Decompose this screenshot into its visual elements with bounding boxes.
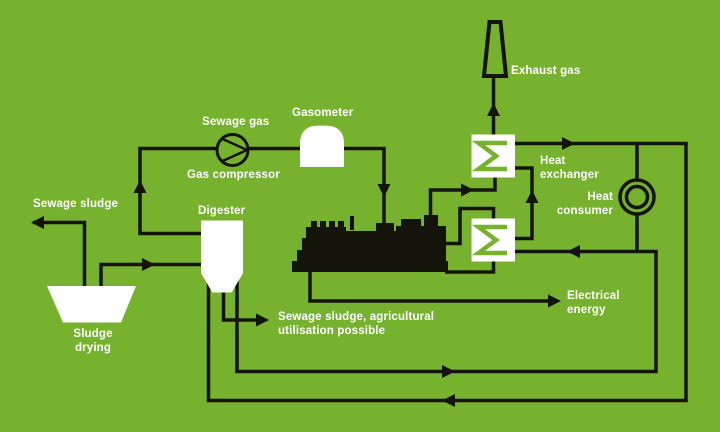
electrical-energy-label-line1: Electrical xyxy=(567,290,620,302)
sewage-sludge-label: Sewage sludge xyxy=(33,198,119,210)
exhaust-stack-icon xyxy=(481,20,509,78)
heat-consumer-label: Heat consumer xyxy=(528,190,613,218)
sludge-outlet-line xyxy=(221,280,257,322)
heat-exchanger-label-line2: exchanger xyxy=(540,169,599,181)
arrow-right-exhaust-icon xyxy=(461,183,474,197)
sludge-note-label-line2: utilisation possible xyxy=(278,325,386,337)
arrow-left-bottom-supply-icon xyxy=(442,394,455,407)
sludge-drying-label-line1: Sludge xyxy=(73,328,113,340)
sludge-drying-label-line2: drying xyxy=(74,342,112,354)
exhaust-gas-label: Exhaust gas xyxy=(511,65,581,77)
gasometer-icon xyxy=(300,125,344,167)
gas-compressor-label: Gas compressor xyxy=(187,169,280,181)
sewage-gas-line xyxy=(138,146,386,236)
electrical-line xyxy=(308,268,549,303)
heat-exchanger-bottom-icon xyxy=(471,218,515,262)
drying-to-digester-line xyxy=(99,262,203,290)
heat-exchanger-top-icon xyxy=(471,134,515,178)
heat-return-line xyxy=(235,249,658,374)
arrow-up-stack-icon xyxy=(487,103,500,116)
arrow-left-heat-return-icon xyxy=(567,245,580,258)
sludge-note-label-line1: Sewage sludge, agricultural xyxy=(278,311,435,323)
arrow-right-bottom-return-icon xyxy=(442,365,455,378)
heat-consumer-label-line1: Heat xyxy=(587,191,613,203)
gas-compressor-icon xyxy=(215,133,251,167)
arrow-left-sludge-in-icon xyxy=(31,216,44,229)
sewage-gas-label: Sewage gas xyxy=(202,116,270,128)
arrow-right-heat-supply-icon xyxy=(562,137,575,150)
arrow-up-gas-icon xyxy=(133,180,147,193)
arrow-up-interconnect-icon xyxy=(525,190,539,203)
sludge-inlet-line xyxy=(33,220,87,290)
heat-consumer-label-line2: consumer xyxy=(556,205,613,217)
heat-exchanger-label: Heat exchanger xyxy=(540,154,599,182)
digester-icon xyxy=(201,220,243,293)
digester-label: Digester xyxy=(198,205,246,217)
engine-coolant-supply-line xyxy=(445,206,496,246)
arrow-right-electrical-icon xyxy=(548,294,561,308)
heat-consumer-icon xyxy=(618,178,656,216)
sludge-note-label: Sewage sludge, agricultural utilisation … xyxy=(278,310,434,338)
arrow-right-drying-icon xyxy=(142,258,155,271)
sludge-drying-icon xyxy=(47,286,136,323)
electrical-energy-label: Electrical energy xyxy=(567,289,620,317)
engine-coolant-return-line xyxy=(445,260,496,274)
heat-supply-line xyxy=(206,141,688,403)
heat-exchanger-label-line1: Heat xyxy=(540,155,566,167)
chp-unit-silhouette xyxy=(292,215,448,272)
arrow-down-gas-icon xyxy=(377,184,391,197)
arrow-right-sludge-out-icon xyxy=(256,313,269,327)
exchanger-interconnect-line xyxy=(514,166,534,241)
gasometer-label: Gasometer xyxy=(292,107,354,119)
electrical-energy-label-line2: energy xyxy=(567,304,606,316)
sludge-drying-label: Sludge drying xyxy=(53,327,133,355)
